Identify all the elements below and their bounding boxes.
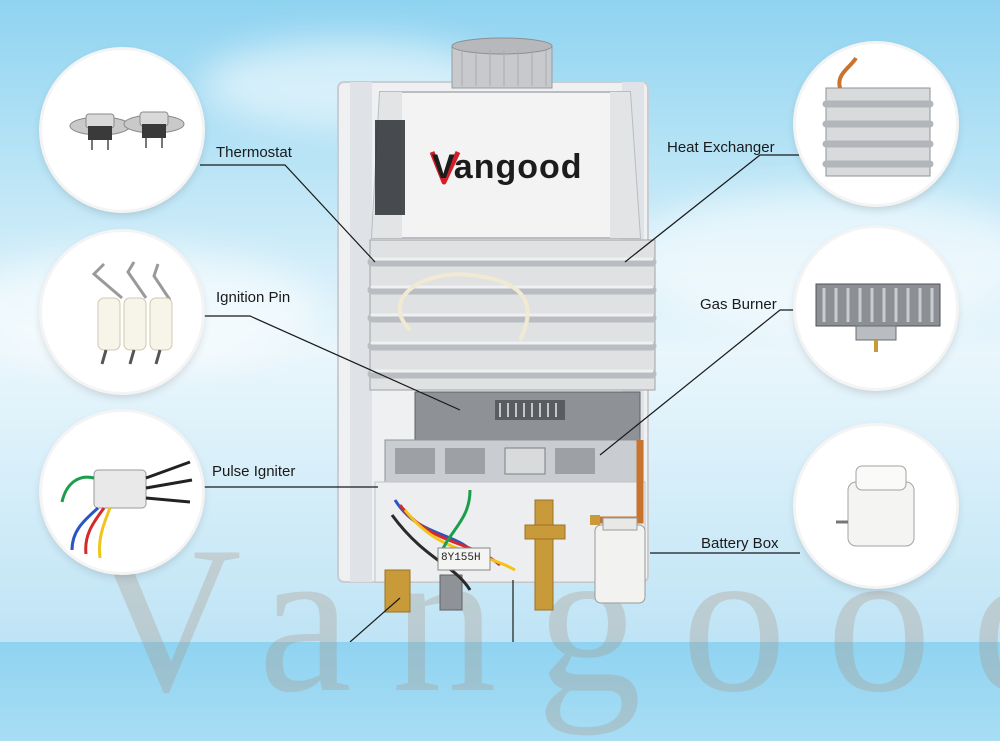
rating-plate xyxy=(437,547,491,571)
sensor-wire xyxy=(397,272,530,341)
drain-fitting xyxy=(439,574,463,611)
flue-ribs xyxy=(461,50,547,86)
flue-top xyxy=(451,37,553,55)
brand-logo: Vangood xyxy=(430,146,610,190)
brand-logo-text: Vangood xyxy=(432,148,583,186)
ignition-pin-label: Ignition Pin xyxy=(216,289,291,306)
battery-box-icon xyxy=(836,465,915,547)
ignition-pin-icon xyxy=(91,261,173,365)
thermostat-detail-circle xyxy=(42,50,202,210)
pulse-igniter-detail-circle xyxy=(42,412,202,572)
fan-motor xyxy=(375,120,405,215)
gas-burner-detail-circle xyxy=(796,228,956,388)
heat-exchanger-label: Heat Exchanger xyxy=(667,139,775,156)
battery-box-detail-circle xyxy=(796,426,956,586)
battery-box xyxy=(594,524,646,604)
plate-rail xyxy=(350,82,372,582)
rating-plate-text: 8Y155H xyxy=(441,552,481,564)
heat-exchanger-detail-circle xyxy=(796,44,956,204)
thermostat-part xyxy=(69,113,131,150)
heat-exchanger-coils xyxy=(367,257,657,379)
callout-lines xyxy=(200,154,800,642)
gas-valve-block xyxy=(504,447,546,475)
brass-water-inlet xyxy=(384,569,411,613)
heat-exchanger-icon xyxy=(822,56,934,177)
gas-burner-label: Gas Burner xyxy=(700,296,777,313)
thermostat-icon xyxy=(69,111,185,150)
product-photo: Vangood xyxy=(42,37,1000,736)
brass-gas-inlet xyxy=(534,499,554,611)
water-heater-illustration xyxy=(200,37,800,642)
thermostat-part xyxy=(123,111,185,148)
pulse-igniter-icon xyxy=(60,460,193,559)
pulse-igniter-label: Pulse Igniter xyxy=(212,463,296,480)
gas-burner-icon xyxy=(815,283,941,352)
thermostat-label: Thermostat xyxy=(216,144,292,161)
battery-box-label: Battery Box xyxy=(701,535,779,552)
ignition-pin-detail-circle xyxy=(42,232,202,392)
